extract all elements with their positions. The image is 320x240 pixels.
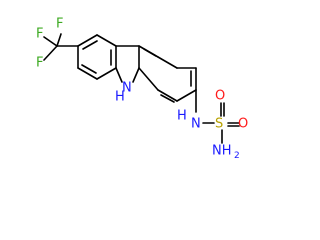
atom-nh2-subscript: 2 — [234, 151, 240, 161]
bond-cf3-f2 — [43, 45, 58, 61]
atom-h-pyrrole: H — [115, 90, 125, 105]
bond-r1-inner — [143, 48, 157, 57]
atom-nh2: NH — [212, 144, 232, 159]
bond-cf3-f1 — [43, 36, 58, 47]
bonds — [43, 33, 240, 144]
bond-l4 — [96, 67, 117, 80]
bond-p3 — [132, 67, 140, 83]
bond-r2 — [157, 56, 178, 69]
atom-f2: F — [36, 56, 43, 71]
bond-r6 — [176, 89, 197, 102]
atom-f1: F — [36, 27, 43, 42]
bond-r5-inner — [160, 94, 175, 103]
atom-o-right: O — [238, 117, 248, 132]
bond-l5-inner — [81, 64, 97, 74]
atom-s: S — [215, 117, 223, 132]
bond-r4 — [138, 67, 159, 91]
bond-l1-inner — [82, 40, 98, 50]
atom-n-amide: N — [191, 117, 201, 132]
bond-l5 — [77, 67, 98, 80]
atom-f3: F — [56, 17, 63, 32]
bond-r5 — [157, 89, 178, 102]
atom-labels: F F F N H H N S O O NH 2 — [36, 17, 248, 162]
chemical-structure: F F F N H H N S O O NH 2 — [36, 17, 248, 162]
atom-n-pyrrole: N — [122, 81, 132, 96]
atom-h-amide: H — [177, 109, 187, 124]
bond-cf3-f3 — [56, 33, 62, 47]
atom-o-top: O — [215, 89, 225, 104]
bond-p2 — [115, 67, 123, 83]
bond-l1 — [77, 34, 98, 47]
bond-l2 — [96, 34, 117, 47]
